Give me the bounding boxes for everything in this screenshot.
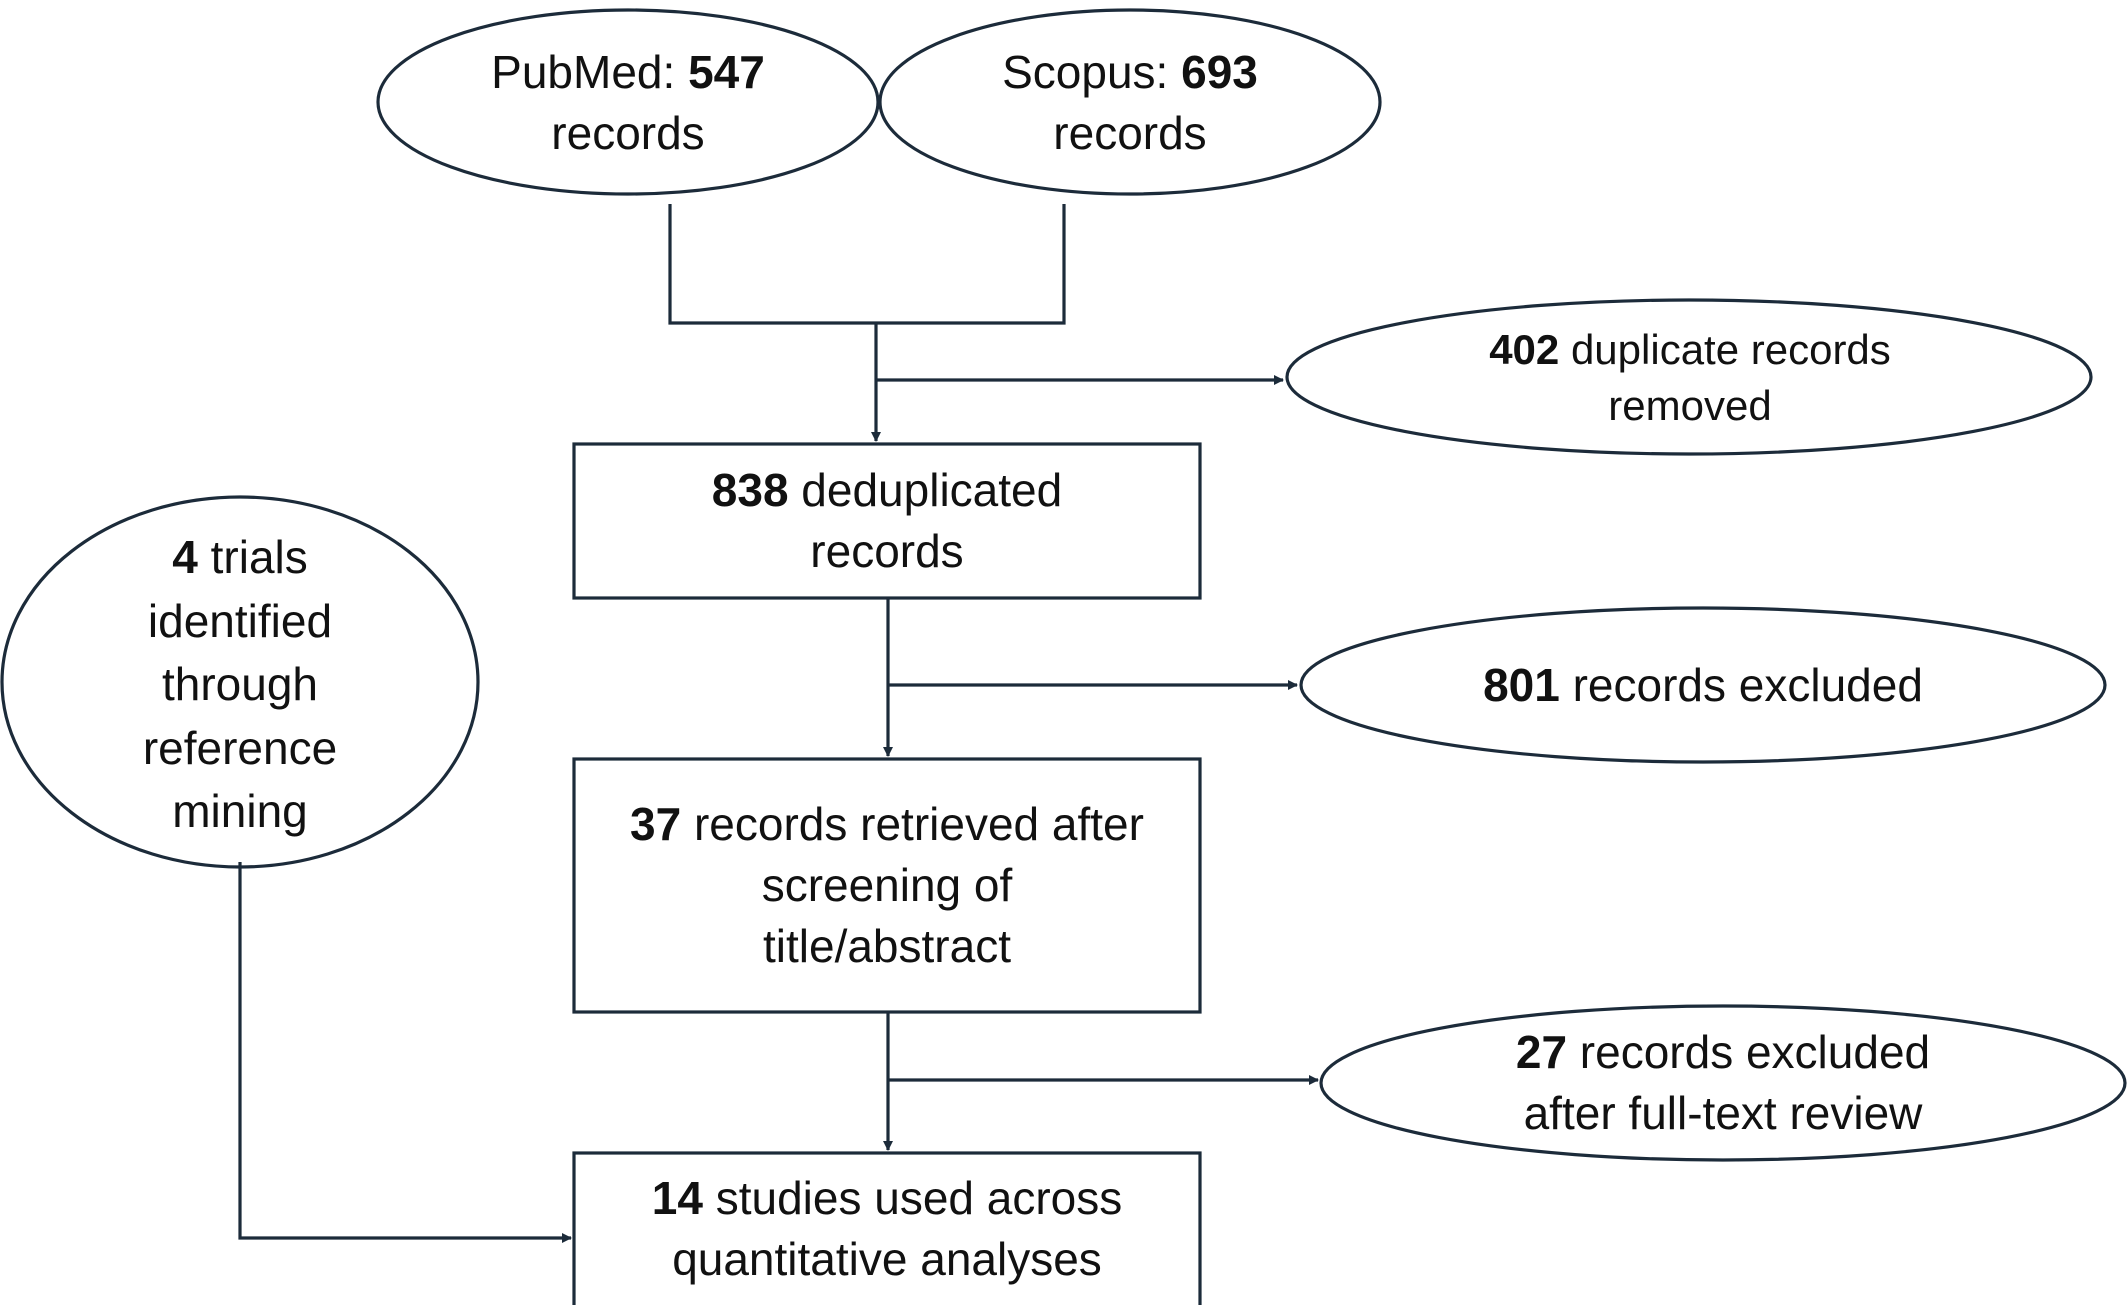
excluded-fulltext-count: 27 (1515, 1026, 1568, 1079)
reference-mining-label-2: identified (147, 594, 333, 647)
final-count: 14 (651, 1172, 703, 1225)
arrow-from-reference-mining (238, 862, 572, 1243)
final-label: studies used across (702, 1172, 1123, 1225)
excluded-fulltext-label: records excluded (1567, 1026, 1931, 1079)
retrieved-count: 37 (630, 798, 682, 851)
reference-mining-label: trials (197, 531, 308, 584)
deduplicated-node: 838 deduplicated records (580, 450, 1194, 592)
duplicates-removed-label: duplicate records (1559, 326, 1891, 374)
deduplicated-label: deduplicated (788, 464, 1063, 517)
retrieved-label-2: screening of (761, 859, 1013, 912)
scopus-records-label: records (1053, 106, 1207, 159)
scopus-ellipse (878, 8, 1382, 196)
excluded-screening-ellipse (1299, 606, 2107, 764)
pubmed-ellipse (376, 8, 880, 196)
duplicates-removed-label-2: removed (1608, 381, 1772, 429)
final-label-2: quantitative analyses (672, 1233, 1102, 1285)
excluded-screening-count: 801 (1483, 658, 1560, 711)
excluded-screening-node: 801 records excluded (1340, 635, 2066, 735)
reference-mining-label-3: through (161, 658, 318, 711)
reference-mining-label-4: reference (142, 721, 338, 774)
retrieved-label-3: title/abstract (762, 919, 1011, 972)
duplicates-removed-ellipse (1285, 298, 2093, 456)
deduplicated-label-2: records (810, 525, 964, 577)
scopus-label: Scopus: (1002, 45, 1182, 98)
pubmed-node: PubMed: 547 records (400, 30, 856, 175)
reference-mining-node: 4 trials identified through reference mi… (40, 520, 440, 850)
merge-connector (668, 204, 1066, 325)
final-node: 14 studies used across quantitative anal… (580, 1159, 1194, 1299)
reference-mining-label-5: mining (172, 785, 308, 838)
excluded-fulltext-node: 27 records excluded after full-text revi… (1360, 1018, 2086, 1148)
reference-mining-count: 4 (172, 531, 198, 584)
final-box (572, 1151, 1202, 1305)
scopus-node: Scopus: 693 records (902, 30, 1358, 175)
deduplicated-count: 838 (711, 464, 789, 517)
pubmed-records-label: records (551, 106, 705, 159)
excluded-fulltext-ellipse (1319, 1004, 2127, 1162)
duplicates-removed-node: 402 duplicate records removed (1330, 315, 2050, 440)
pubmed-count: 547 (688, 45, 765, 98)
excluded-fulltext-label-2: after full-text review (1523, 1087, 1923, 1139)
pubmed-label: PubMed: (491, 45, 689, 98)
scopus-count: 693 (1181, 45, 1258, 98)
retrieved-label: records retrieved after (681, 798, 1144, 851)
retrieved-node: 37 records retrieved after screening of … (580, 765, 1194, 1006)
duplicates-removed-count: 402 (1489, 326, 1560, 374)
excluded-screening-label: records excluded (1559, 658, 1923, 711)
